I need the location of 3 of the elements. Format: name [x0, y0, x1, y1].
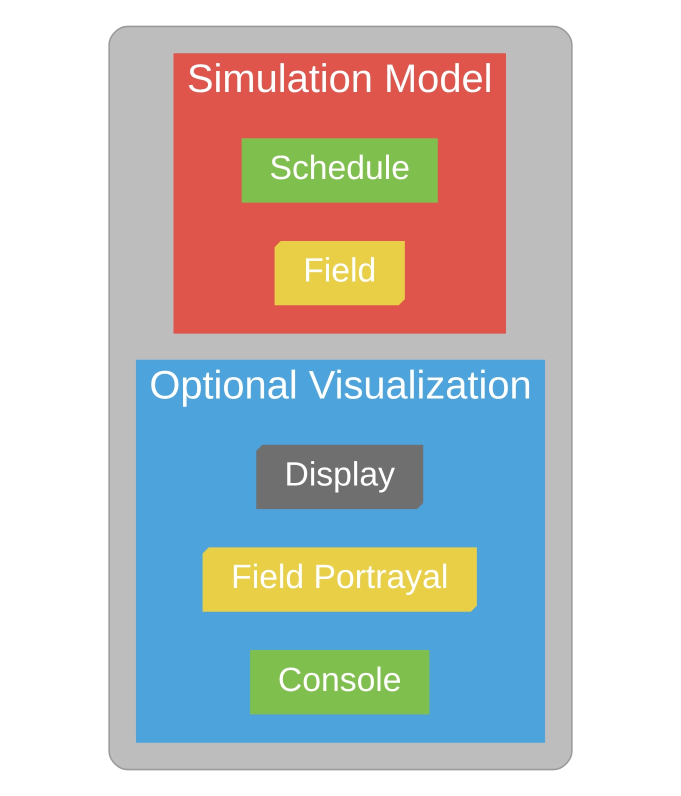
cluster: [108, 26, 573, 770]
node-box: Schedule: [242, 138, 438, 203]
node-box: Console: [250, 650, 430, 714]
